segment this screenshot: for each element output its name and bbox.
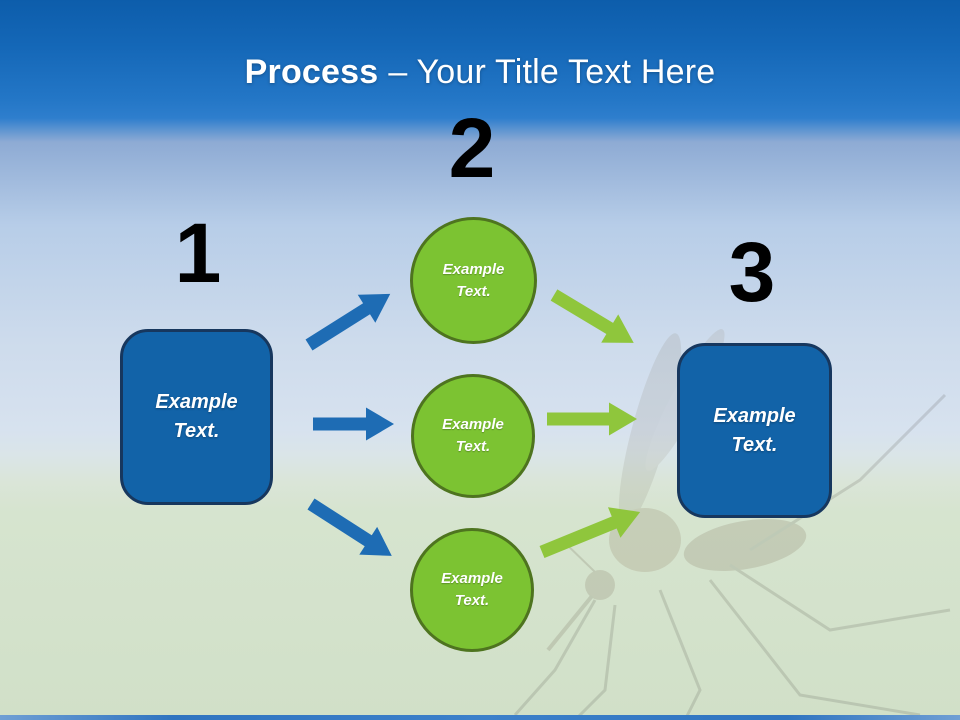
slide-title: Process– Your Title Text Here — [0, 50, 960, 94]
step-2-number: 2 — [448, 101, 496, 195]
process-circle-2-line2: Text. — [455, 438, 491, 455]
process-circle-1: Example Text. — [410, 217, 537, 344]
blue-arrow-bottom-icon — [307, 498, 392, 556]
step-3-number: 3 — [728, 225, 776, 319]
bottom-accent-bar — [0, 715, 960, 720]
process-circle-1-line1: Example — [442, 260, 505, 278]
process-start-box-line1: Example — [155, 391, 238, 413]
process-start-box-line2: Text. — [173, 420, 220, 442]
process-end-box-line1: Example — [713, 404, 796, 427]
title-regular-text: – Your Title Text Here — [388, 53, 716, 91]
process-start-box: Example Text. — [120, 329, 273, 505]
title-bold-text: Process — [244, 53, 379, 91]
process-circle-3: Example Text. — [410, 528, 534, 652]
process-circle-2: Example Text. — [411, 374, 535, 498]
process-circle-3-line1: Example — [441, 570, 503, 587]
process-circle-2-line1: Example — [442, 416, 504, 433]
green-arrow-middle-icon — [547, 402, 637, 436]
green-arrow-bottom-icon — [539, 507, 641, 559]
process-end-box: Example Text. — [677, 343, 832, 518]
step-1-number: 1 — [174, 206, 222, 300]
blue-arrow-middle-icon — [313, 407, 394, 441]
process-end-box-line2: Text. — [731, 433, 778, 456]
blue-arrow-top-icon — [305, 293, 391, 351]
process-circle-1-line2: Text. — [456, 282, 491, 300]
green-arrow-top-icon — [550, 289, 634, 343]
process-circle-3-line2: Text. — [454, 592, 490, 609]
